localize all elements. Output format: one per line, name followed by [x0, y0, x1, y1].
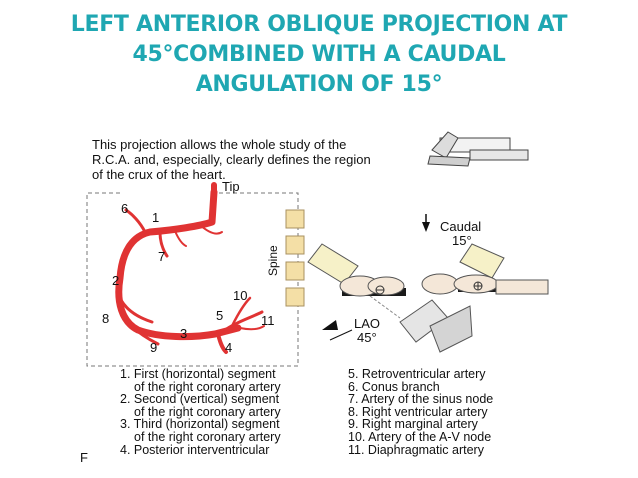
- caudal-angle: 15°: [452, 233, 472, 248]
- conus-branch: [124, 208, 147, 234]
- lao-detector: [399, 299, 473, 353]
- lao-label: LAO: [354, 316, 380, 331]
- legend-item: 9. Right marginal artery: [348, 417, 478, 432]
- spine: [285, 209, 305, 307]
- posterior-interventricular-branch: [216, 332, 228, 354]
- label-3: 3: [180, 326, 187, 341]
- lao-angle: 45°: [357, 330, 377, 345]
- legend-item: 10. Artery of the A-V node: [348, 429, 492, 444]
- intro-line-2: R.C.A. and, especially, clearly defines …: [92, 152, 371, 167]
- intro-line-3: of the crux of the heart.: [92, 167, 226, 182]
- legend-item: 3. Third (horizontal) segment: [120, 417, 280, 432]
- slide-title: LEFT ANTERIOR OBLIQUE PROJECTION AT 45°C…: [0, 10, 638, 100]
- intro-line-1: This projection allows the whole study o…: [92, 137, 347, 152]
- title-line-3: ANGULATION OF 15°: [195, 72, 443, 97]
- dashed-frame: [86, 192, 299, 367]
- caudal-arrow-icon: [422, 214, 430, 232]
- legend-item: of the right coronary artery: [134, 429, 281, 444]
- legend-item: of the right coronary artery: [134, 379, 281, 394]
- title-line-1: LEFT ANTERIOR OBLIQUE PROJECTION AT: [70, 12, 568, 37]
- legend-item: 2. Second (vertical) segment: [120, 392, 280, 407]
- lao-arrow-icon: [322, 320, 353, 341]
- legend-item: 5. Retroventricular artery: [348, 367, 486, 381]
- diaphragmatic-branch: [239, 325, 265, 331]
- caudal-label: Caudal: [440, 219, 481, 234]
- legend-left-column: 1. First (horizontal) segment of the rig…: [120, 368, 281, 456]
- legend-item: 11. Diaphragmatic artery: [348, 442, 484, 457]
- label-9: 9: [150, 340, 157, 355]
- legend-item: 4. Posterior interventricular: [120, 442, 270, 457]
- marginal-branch: [128, 323, 160, 346]
- legend-item: 8. Right ventricular artery: [348, 404, 488, 419]
- label-2: 2: [112, 273, 119, 288]
- label-1: 1: [152, 210, 159, 225]
- label-8: 8: [102, 311, 109, 326]
- tip-label: Tip: [222, 179, 240, 194]
- c-arm-icon: [427, 131, 529, 167]
- label-10: 10: [233, 288, 247, 303]
- label-6: 6: [121, 201, 128, 216]
- right-coronary-artery: [115, 182, 265, 354]
- patient-frontal-view: [421, 243, 549, 295]
- title-line-2: 45°COMBINED WITH A CAUDAL: [132, 42, 506, 67]
- patient-lateral-view: [307, 243, 406, 319]
- label-4: 4: [225, 340, 232, 355]
- av-node-branch: [230, 296, 252, 328]
- legend-item: of the right coronary artery: [134, 404, 281, 419]
- label-11: 11: [261, 313, 275, 328]
- retroventricular-branch: [223, 310, 264, 332]
- ventricular-branch: [119, 298, 154, 324]
- sinus-node-branch-2: [174, 230, 187, 247]
- label-7: 7: [158, 249, 165, 264]
- upper-branch: [199, 224, 223, 235]
- label-5: 5: [216, 308, 223, 323]
- legend-right-column: 5. Retroventricular artery 6. Conus bran…: [348, 368, 493, 456]
- legend-item: 7. Artery of the sinus node: [348, 392, 494, 407]
- rca-main-vessel: [115, 188, 242, 341]
- figure-letter: F: [80, 450, 88, 465]
- legend-item: 1. First (horizontal) segment: [120, 367, 276, 381]
- legend-item: 6. Conus branch: [348, 379, 440, 394]
- spine-label: Spine: [266, 245, 280, 276]
- sinus-node-branch: [158, 230, 169, 258]
- intro-text: This projection allows the whole study o…: [92, 137, 432, 182]
